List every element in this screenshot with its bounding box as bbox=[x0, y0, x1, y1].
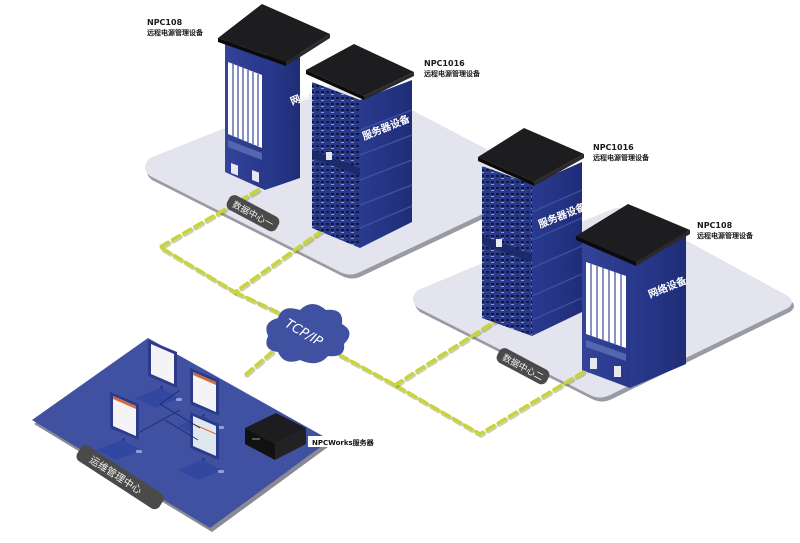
network-links bbox=[156, 188, 594, 439]
workstation-3[interactable] bbox=[96, 392, 142, 460]
link-dc2-server bbox=[393, 316, 502, 387]
svg-text:远程电源管理设备: 远程电源管理设备 bbox=[593, 153, 650, 162]
dc2-network-device[interactable]: 网络设备 bbox=[576, 204, 690, 388]
svg-text:远程电源管理设备: 远程电源管理设备 bbox=[147, 28, 204, 37]
dc2-server-label: NPC1016 远程电源管理设备 bbox=[593, 143, 650, 162]
platform-ops-center bbox=[32, 338, 332, 532]
link-cloud-to-dc2 bbox=[338, 353, 592, 437]
svg-text:NPC1016: NPC1016 bbox=[424, 59, 465, 68]
svg-text:NPCWorks服务器: NPCWorks服务器 bbox=[312, 438, 375, 447]
svg-text:远程电源管理设备: 远程电源管理设备 bbox=[424, 69, 481, 78]
dc1-server-rack[interactable]: 服务器设备 bbox=[306, 44, 414, 248]
svg-text:NPC108: NPC108 bbox=[147, 18, 183, 27]
npcworks-server-label: NPCWorks服务器 bbox=[308, 436, 375, 447]
tcpip-cloud: TCP/IP bbox=[266, 304, 350, 364]
svg-text:NPC108: NPC108 bbox=[697, 221, 733, 230]
line-cards bbox=[586, 262, 626, 348]
workstation-1[interactable] bbox=[135, 340, 182, 408]
dc1-network-device[interactable]: 网络设备 bbox=[218, 4, 331, 190]
dc2-server-rack[interactable]: 服务器设备 bbox=[478, 128, 588, 336]
workstations bbox=[96, 340, 224, 480]
line-cards bbox=[228, 62, 262, 148]
link-cloud-to-ops bbox=[243, 350, 274, 377]
npcworks-server[interactable] bbox=[245, 413, 306, 460]
dc1-network-label: NPC108 远程电源管理设备 bbox=[147, 18, 204, 37]
dc2-network-label: NPC108 远程电源管理设备 bbox=[697, 221, 754, 240]
dc1-server-label: NPC1016 远程电源管理设备 bbox=[424, 59, 481, 78]
svg-text:远程电源管理设备: 远程电源管理设备 bbox=[697, 231, 754, 240]
workstation-4[interactable] bbox=[178, 412, 224, 480]
svg-text:NPC1016: NPC1016 bbox=[593, 143, 634, 152]
link-dc1-loop bbox=[156, 188, 332, 295]
